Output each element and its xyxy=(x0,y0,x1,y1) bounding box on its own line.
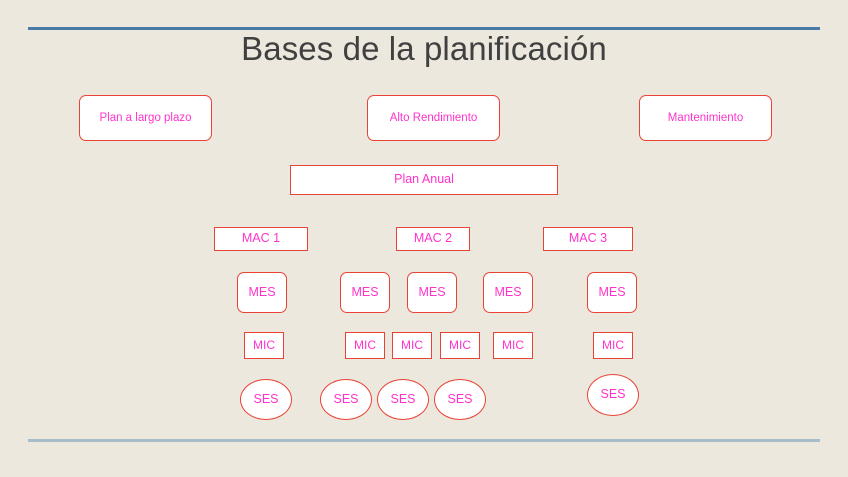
mic-node[interactable]: MIC xyxy=(345,332,385,359)
mes-node[interactable]: MES xyxy=(340,272,390,313)
mic-node[interactable]: MIC xyxy=(493,332,533,359)
top-node[interactable]: Alto Rendimiento xyxy=(367,95,500,141)
plan-node[interactable]: Plan Anual xyxy=(290,165,558,195)
mes-node[interactable]: MES xyxy=(237,272,287,313)
page-title: Bases de la planificación xyxy=(241,30,607,67)
top-node[interactable]: Plan a largo plazo xyxy=(79,95,212,141)
ses-node[interactable]: SES xyxy=(434,379,486,420)
bottom-divider-rule xyxy=(28,439,820,442)
mac-node[interactable]: MAC 1 xyxy=(214,227,308,251)
ses-node[interactable]: SES xyxy=(240,379,292,420)
mes-node[interactable]: MES xyxy=(407,272,457,313)
mes-node[interactable]: MES xyxy=(483,272,533,313)
mac-node[interactable]: MAC 3 xyxy=(543,227,633,251)
mes-node[interactable]: MES xyxy=(587,272,637,313)
ses-node[interactable]: SES xyxy=(587,374,639,416)
mic-node[interactable]: MIC xyxy=(392,332,432,359)
mic-node[interactable]: MIC xyxy=(593,332,633,359)
ses-node[interactable]: SES xyxy=(320,379,372,420)
mic-node[interactable]: MIC xyxy=(244,332,284,359)
ses-node[interactable]: SES xyxy=(377,379,429,420)
mic-node[interactable]: MIC xyxy=(440,332,480,359)
top-node[interactable]: Mantenimiento xyxy=(639,95,772,141)
mac-node[interactable]: MAC 2 xyxy=(396,227,470,251)
top-divider-rule xyxy=(28,27,820,30)
